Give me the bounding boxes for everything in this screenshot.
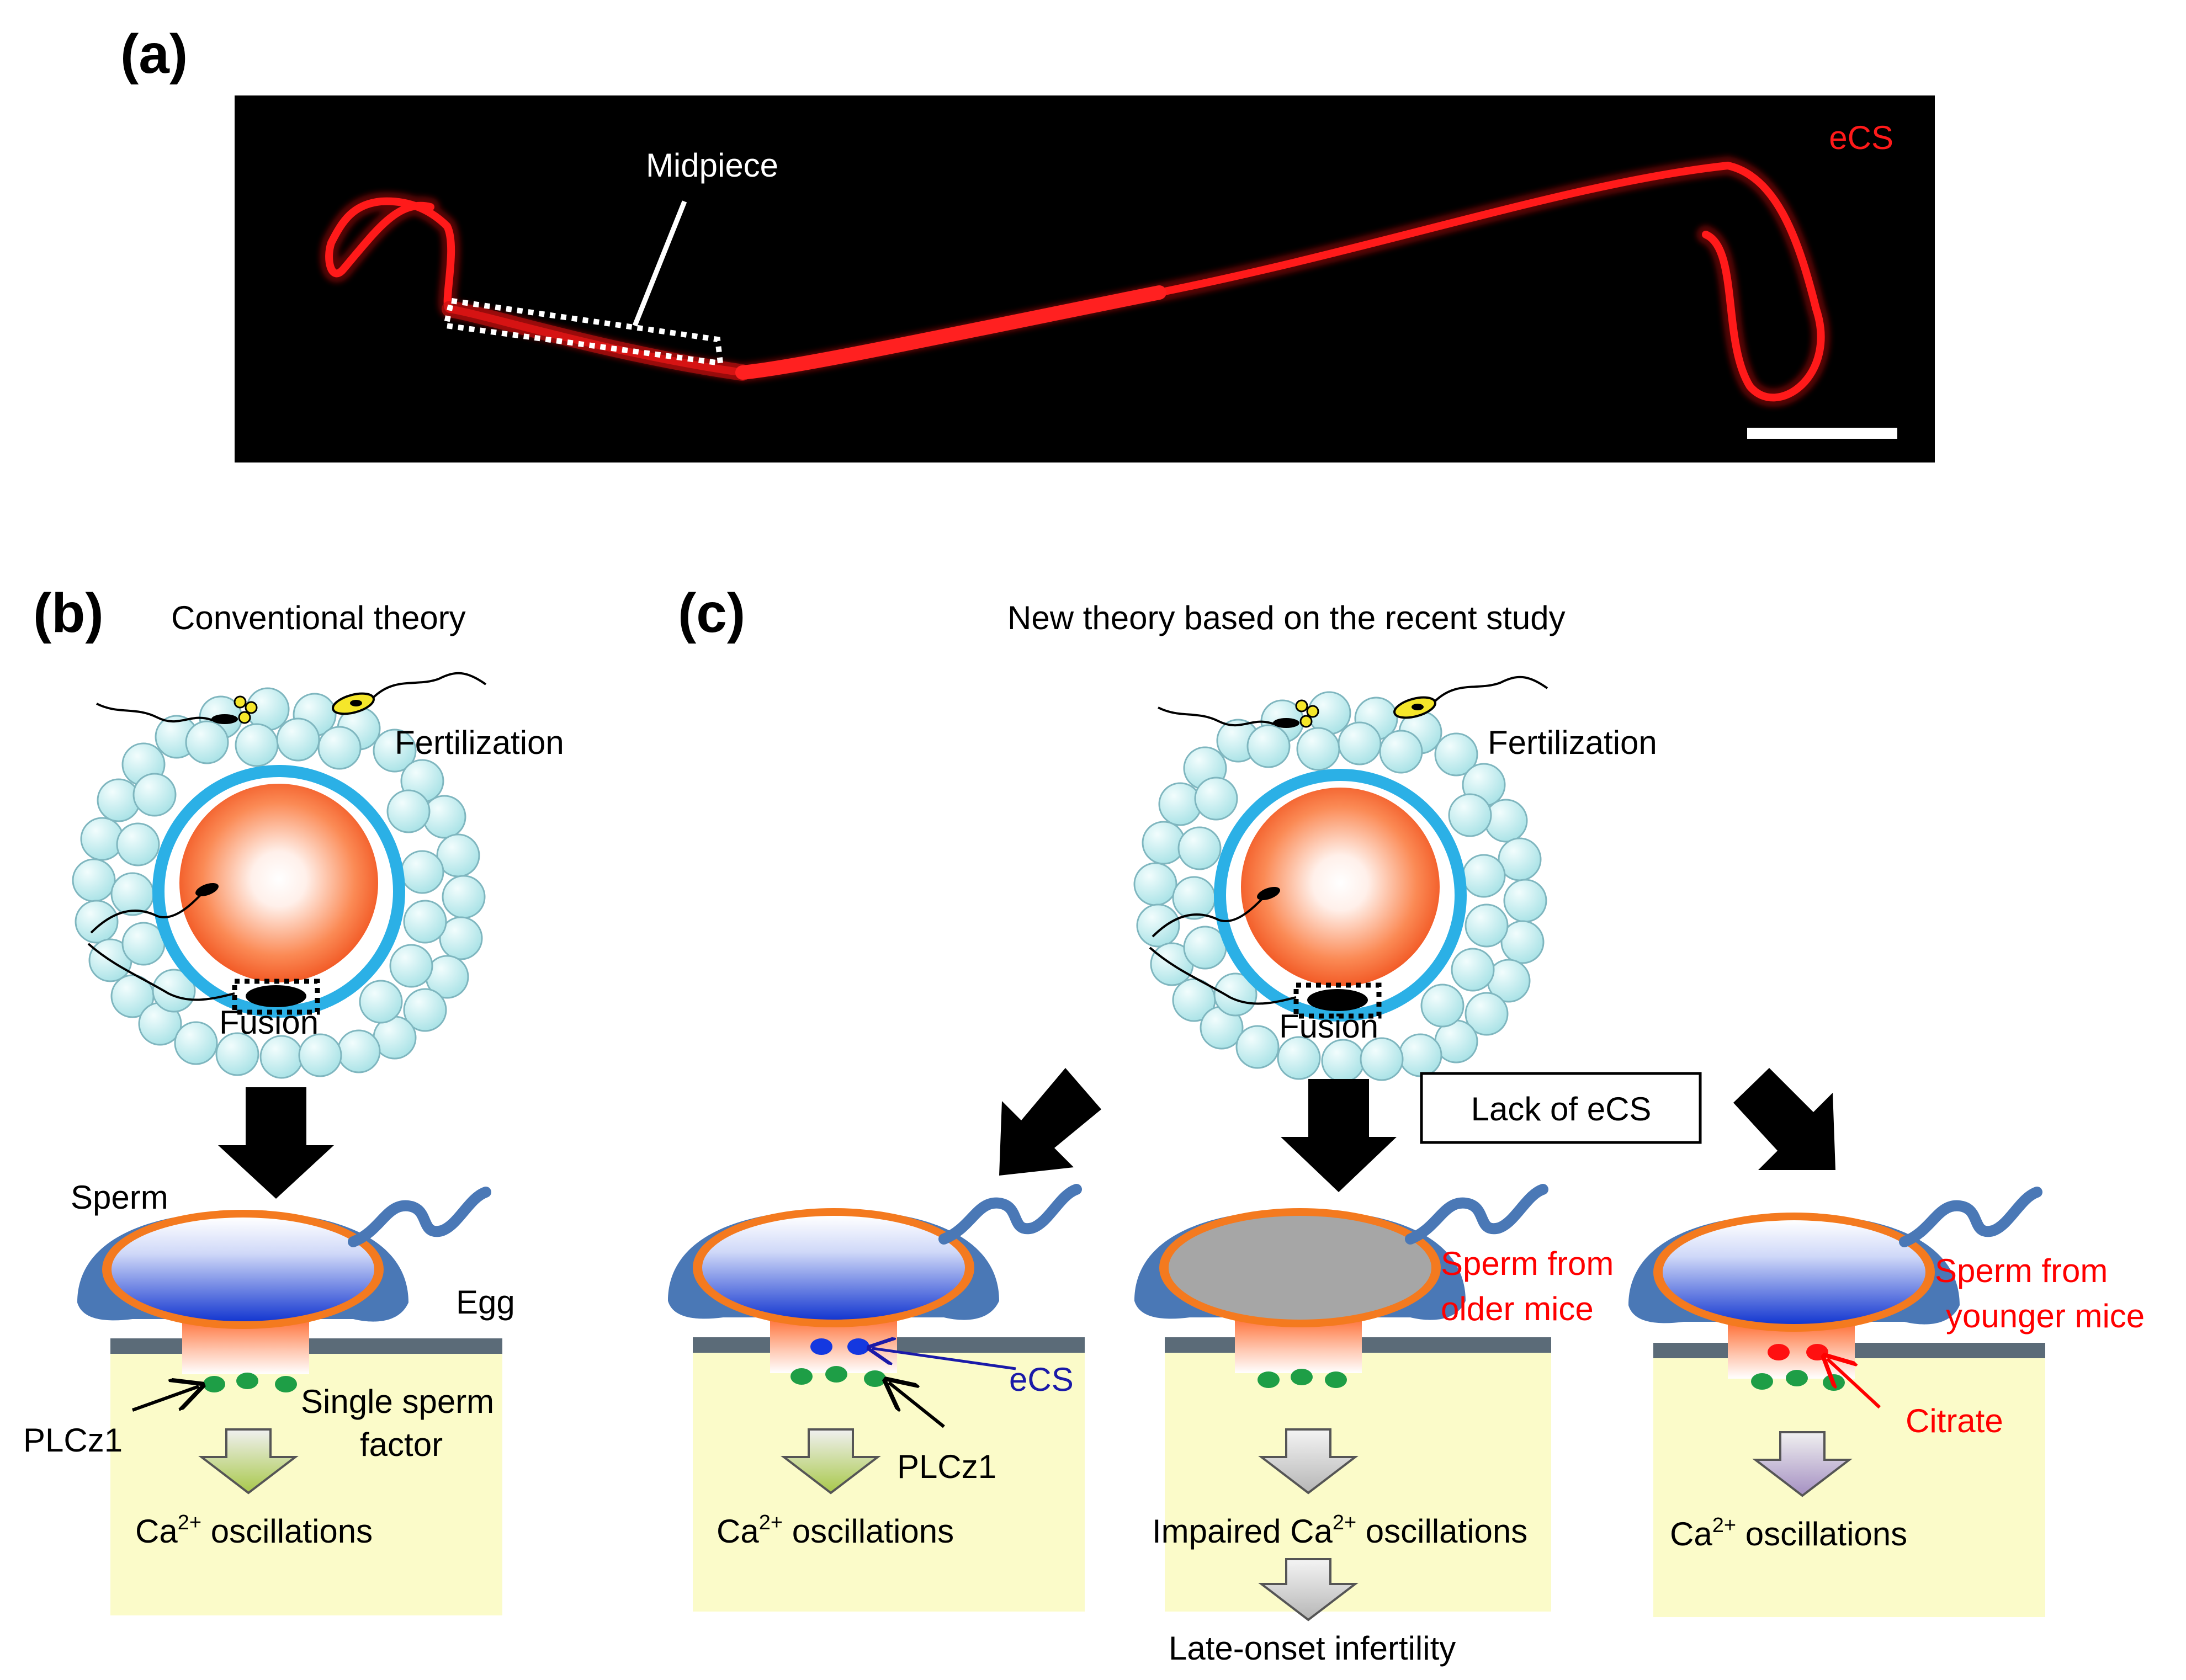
citrate-label: Citrate bbox=[1906, 1402, 2003, 1439]
ecs-dots bbox=[810, 1338, 869, 1355]
plcz1-dots-c-middle bbox=[1258, 1369, 1347, 1388]
sperm-from-younger-mice-2: younger mice bbox=[1946, 1298, 2145, 1335]
fertilization-label-c: Fertilization bbox=[1488, 724, 1657, 761]
panel-b-label: (b) bbox=[33, 582, 104, 644]
ecs-pointer bbox=[872, 1348, 1016, 1370]
sperm-head-c-middle bbox=[1134, 1208, 1466, 1327]
sperm-head-c-right bbox=[1628, 1213, 1960, 1332]
ecs-label-c: eCS bbox=[1009, 1361, 1074, 1398]
midpiece-box bbox=[442, 297, 724, 366]
citrate-pointer bbox=[1827, 1359, 1881, 1409]
small-arrow-down-c-middle-2 bbox=[1258, 1558, 1359, 1621]
fusion-label-c: Fusion bbox=[1279, 1008, 1378, 1045]
late-onset-infertility-label: Late-onset infertility bbox=[1169, 1630, 1456, 1667]
single-sperm-factor-label-2: factor bbox=[360, 1426, 443, 1463]
micrograph: Midpiece eCS bbox=[235, 95, 1935, 462]
small-arrow-down-c-right bbox=[1752, 1431, 1853, 1497]
single-sperm-factor-label-1: Single sperm bbox=[301, 1383, 494, 1420]
sperm-from-younger-mice-1: Sperm from bbox=[1935, 1252, 2108, 1289]
plcz1-label-b: PLCz1 bbox=[23, 1422, 123, 1459]
midpiece-label: Midpiece bbox=[646, 147, 778, 184]
ca-oscillations-label-c-left: Ca2+ oscillations bbox=[717, 1511, 954, 1550]
sperm-tail-c-right bbox=[1899, 1187, 2042, 1247]
fertilization-label-b: Fertilization bbox=[395, 724, 564, 761]
impaired-ca-oscillations-label: Impaired Ca2+ oscillations bbox=[1152, 1511, 1527, 1550]
sperm-tail-c-left bbox=[938, 1184, 1082, 1245]
big-arrow-down-b bbox=[218, 1087, 334, 1199]
small-arrow-down-b bbox=[198, 1428, 299, 1495]
midpiece-pointer bbox=[632, 200, 687, 327]
sperm-fluorescence bbox=[320, 156, 1830, 407]
plcz1-pointer-b bbox=[131, 1386, 199, 1412]
plcz1-pointer-c bbox=[889, 1383, 945, 1428]
egg-label: Egg bbox=[456, 1284, 515, 1321]
fusion-label-b: Fusion bbox=[219, 1004, 319, 1041]
egg-cytoplasm-c-right bbox=[1653, 1349, 2045, 1617]
small-arrow-down-c-middle bbox=[1258, 1428, 1359, 1495]
lack-of-ecs-label: Lack of eCS bbox=[1471, 1091, 1652, 1128]
small-arrow-down-c-left bbox=[781, 1428, 881, 1495]
ca-oscillations-label-b: Ca2+ oscillations bbox=[135, 1511, 373, 1550]
egg-cytoplasm-c-middle bbox=[1165, 1344, 1551, 1612]
plcz1-dots-c-left bbox=[790, 1366, 886, 1387]
sperm-tail-c-middle bbox=[1405, 1184, 1548, 1245]
panel-c-label: (c) bbox=[678, 582, 745, 644]
panel-a-label: (a) bbox=[120, 23, 188, 85]
panel-b-title: Conventional theory bbox=[171, 599, 466, 636]
big-arrow-down-center bbox=[1281, 1079, 1397, 1192]
plcz1-dots-b bbox=[203, 1373, 297, 1392]
plcz1-label-c: PLCz1 bbox=[897, 1448, 996, 1485]
sperm-tail-b bbox=[348, 1187, 491, 1247]
ca-oscillations-label-c-right: Ca2+ oscillations bbox=[1670, 1514, 1907, 1553]
ecs-legend: eCS bbox=[1829, 119, 1893, 156]
big-arrow-down-right bbox=[1733, 1068, 1835, 1170]
sperm-label: Sperm bbox=[71, 1179, 168, 1216]
big-arrow-down-left bbox=[999, 1068, 1101, 1176]
micrograph-background bbox=[235, 95, 1935, 462]
sperm-head-c-left bbox=[668, 1208, 999, 1327]
scale-bar bbox=[1747, 428, 1897, 439]
sperm-from-older-mice-2: older mice bbox=[1441, 1290, 1594, 1327]
lack-of-ecs-box bbox=[1420, 1072, 1702, 1144]
panel-c-title: New theory based on the recent study bbox=[1007, 599, 1566, 636]
sperm-head-b bbox=[77, 1210, 408, 1329]
sperm-from-older-mice-1: Sperm from bbox=[1441, 1245, 1614, 1282]
